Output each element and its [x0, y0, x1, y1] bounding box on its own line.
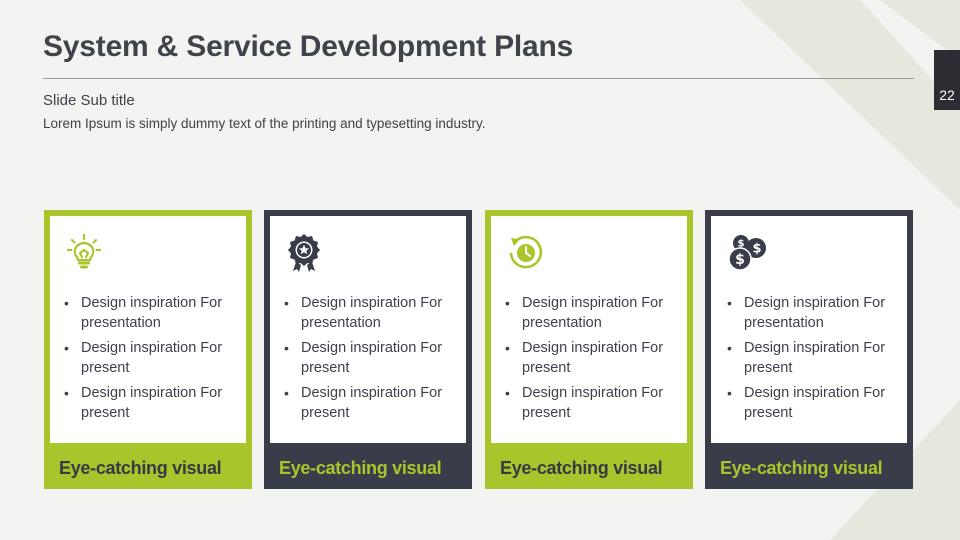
svg-text:$: $: [752, 242, 761, 257]
card-body: Design inspiration For presentation Desi…: [50, 216, 246, 443]
list-item: Design inspiration For present: [62, 338, 238, 378]
card-bullet-list: Design inspiration For presentation Desi…: [503, 293, 679, 428]
card-body: Design inspiration For presentation Desi…: [270, 216, 466, 443]
card-footer-label: Eye-catching visual: [720, 458, 883, 478]
list-item: Design inspiration For present: [725, 383, 899, 423]
card-footer-label: Eye-catching visual: [59, 458, 222, 478]
card-3: Design inspiration For presentation Desi…: [485, 210, 693, 489]
list-item: Design inspiration For presentation: [282, 293, 458, 333]
card-footer-label: Eye-catching visual: [500, 458, 663, 478]
card-bullet-list: Design inspiration For presentation Desi…: [725, 293, 899, 428]
refresh-clock-icon: [509, 235, 543, 269]
list-item: Design inspiration For presentation: [725, 293, 899, 333]
card-4: $ $ $ Design inspiration For presentatio…: [705, 210, 913, 489]
card-body: $ $ $ Design inspiration For presentatio…: [711, 216, 907, 443]
title-divider: [43, 78, 914, 79]
list-item: Design inspiration For presentation: [62, 293, 238, 333]
card-footer-label: Eye-catching visual: [279, 458, 442, 478]
dollar-coins-icon: $ $ $: [728, 235, 766, 271]
slide-title: System & Service Development Plans: [43, 30, 574, 63]
card-body: Design inspiration For presentation Desi…: [491, 216, 687, 443]
page-number: 22: [934, 50, 960, 110]
list-item: Design inspiration For presentation: [503, 293, 679, 333]
slide-subtitle: Slide Sub title: [43, 92, 135, 109]
card-bullet-list: Design inspiration For presentation Desi…: [282, 293, 458, 428]
list-item: Design inspiration For present: [282, 338, 458, 378]
svg-text:$: $: [735, 252, 745, 268]
lightbulb-icon: [66, 233, 102, 269]
list-item: Design inspiration For present: [62, 383, 238, 423]
card-2: Design inspiration For presentation Desi…: [264, 210, 472, 489]
slide-description: Lorem Ipsum is simply dummy text of the …: [43, 116, 486, 131]
list-item: Design inspiration For present: [503, 383, 679, 423]
list-item: Design inspiration For present: [282, 383, 458, 423]
svg-text:$: $: [738, 239, 745, 250]
list-item: Design inspiration For present: [725, 338, 899, 378]
award-badge-icon: [288, 234, 320, 272]
list-item: Design inspiration For present: [503, 338, 679, 378]
card-bullet-list: Design inspiration For presentation Desi…: [62, 293, 238, 428]
card-1: Design inspiration For presentation Desi…: [44, 210, 252, 489]
